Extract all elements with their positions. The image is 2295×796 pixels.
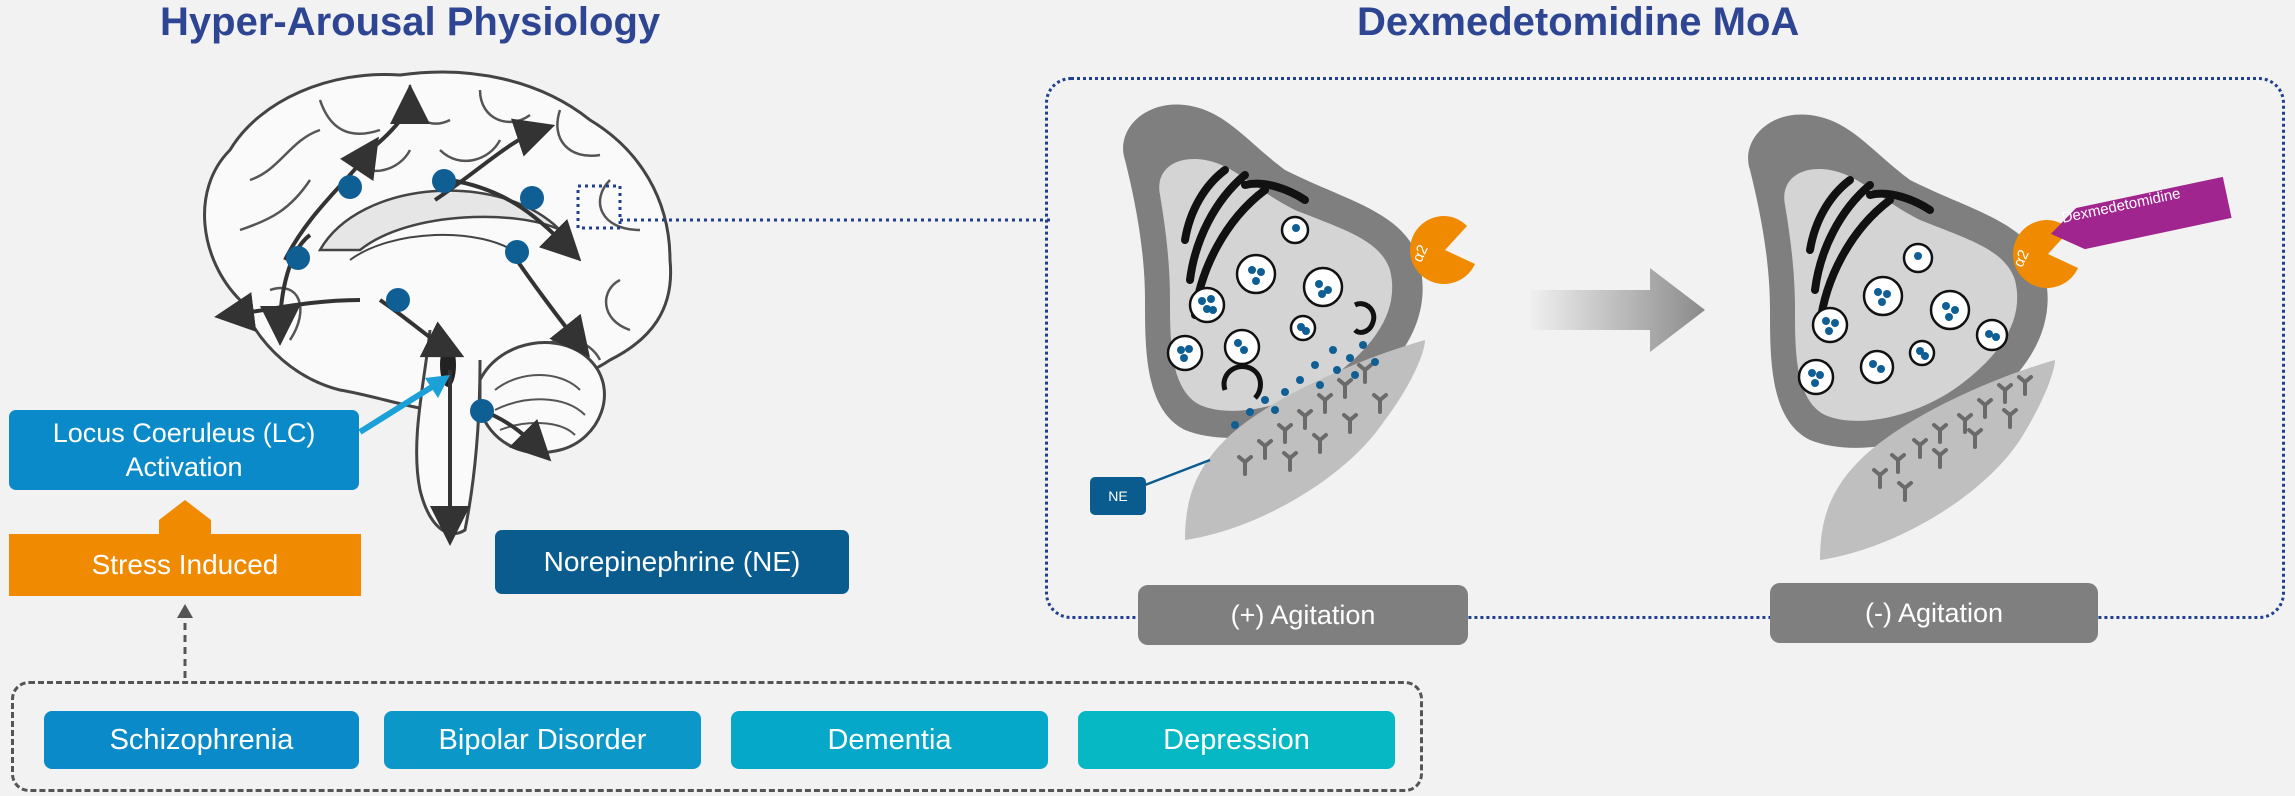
- arrow-up-icon: [177, 604, 193, 678]
- synapse-inhibited-illustration: [1748, 114, 2055, 560]
- stress-induced-label: Stress Induced: [91, 549, 279, 580]
- agitation-minus-label: (-) Agitation: [1770, 583, 2098, 643]
- arrow-right-icon: [1530, 268, 1705, 352]
- stress-arrow-shape: [9, 500, 361, 596]
- dexmedetomidine-drug-shape: [2050, 176, 2232, 250]
- conditions-container: [11, 681, 1423, 792]
- right-panel-title: Dexmedetomidine MoA: [1357, 0, 1800, 44]
- alpha2-receptor-icon: [1410, 216, 1475, 284]
- left-panel-title: Hyper-Arousal Physiology: [160, 0, 661, 44]
- norepinephrine-box: Norepinephrine (NE): [495, 530, 849, 594]
- lc-activation-line2: Activation: [125, 452, 243, 482]
- condition-depression: Depression: [1078, 711, 1395, 769]
- condition-dementia: Dementia: [731, 711, 1048, 769]
- condition-bipolar-disorder: Bipolar Disorder: [384, 711, 701, 769]
- zoom-connector-line: [620, 218, 1050, 222]
- synapse-active-illustration: [1123, 104, 1425, 540]
- condition-schizophrenia: Schizophrenia: [44, 711, 359, 769]
- agitation-plus-label: (+) Agitation: [1138, 585, 1468, 645]
- lc-activation-box: Locus Coeruleus (LC) Activation: [9, 410, 359, 490]
- ne-label-box: NE: [1090, 477, 1146, 515]
- lc-activation-line1: Locus Coeruleus (LC): [52, 418, 316, 448]
- lc-pointer-arrow: [358, 375, 450, 435]
- moa-panel-frame: [1045, 77, 2285, 619]
